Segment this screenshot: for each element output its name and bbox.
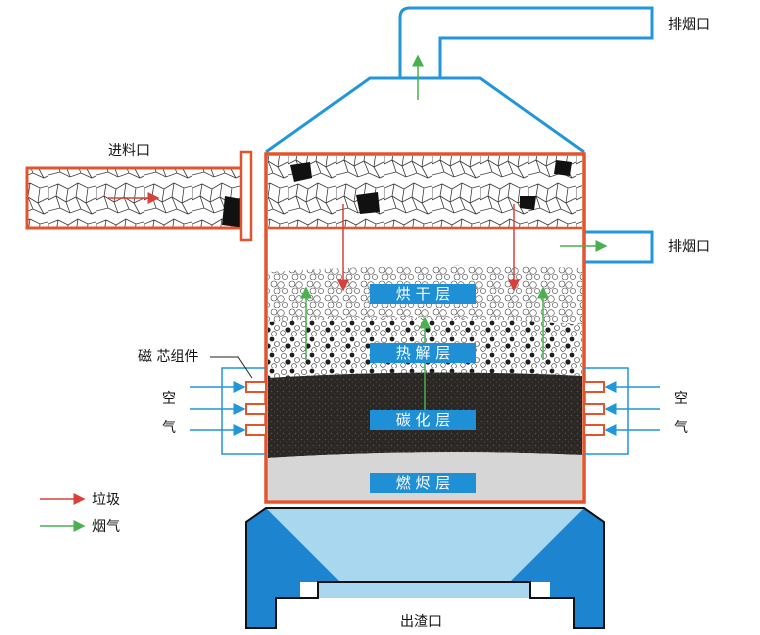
top-exhaust-pipe	[398, 6, 654, 78]
exhaust-top-label: 排烟口	[668, 17, 710, 33]
smoke-flow-arrows	[300, 54, 608, 412]
air-right-label-1: 空	[674, 391, 688, 407]
magnetic-core-leader-line	[210, 356, 253, 379]
legend-smoke-label: 烟气	[92, 519, 120, 535]
exhaust-side-label: 排烟口	[668, 239, 710, 255]
magnetic-core-left	[245, 381, 267, 436]
air-left-label-2: 气	[162, 420, 176, 436]
vessel-outline	[264, 152, 586, 504]
svg-text:烘 干 层: 烘 干 层	[396, 285, 451, 303]
magnetic-core-right	[583, 381, 605, 436]
air-duct-left	[221, 367, 266, 455]
feed-zone	[268, 156, 582, 230]
svg-text:热 解 层: 热 解 层	[396, 344, 451, 362]
air-left-label-1: 空	[162, 391, 176, 407]
layer-label-drying: 烘 干 层	[370, 284, 476, 304]
magnetic-core-label: 磁 芯组件	[138, 349, 198, 365]
exhaust-hood	[265, 76, 585, 154]
svg-text:碳 化 层: 碳 化 层	[396, 411, 451, 429]
layer-label-pyrolysis: 热 解 层	[370, 343, 476, 363]
svg-text:燃 烬 层: 燃 烬 层	[396, 474, 451, 492]
ash-hopper-base	[245, 507, 605, 629]
air-duct-right	[584, 367, 629, 455]
slag-outlet-label: 出渣口	[400, 614, 442, 630]
air-arrows-right	[604, 381, 660, 436]
legend: 垃圾 烟气	[40, 492, 120, 535]
air-right-label-2: 气	[674, 420, 688, 436]
feed-chute	[25, 150, 253, 242]
side-exhaust-pipe	[584, 230, 654, 264]
layer-label-carbonization: 碳 化 层	[370, 410, 476, 430]
layer-label-combustion: 燃 烬 层	[370, 473, 476, 493]
feed-inlet-label: 进料口	[108, 143, 150, 159]
garbage-flow-arrows	[108, 192, 520, 292]
air-arrows-left	[190, 381, 246, 436]
legend-garbage-label: 垃圾	[92, 492, 120, 508]
